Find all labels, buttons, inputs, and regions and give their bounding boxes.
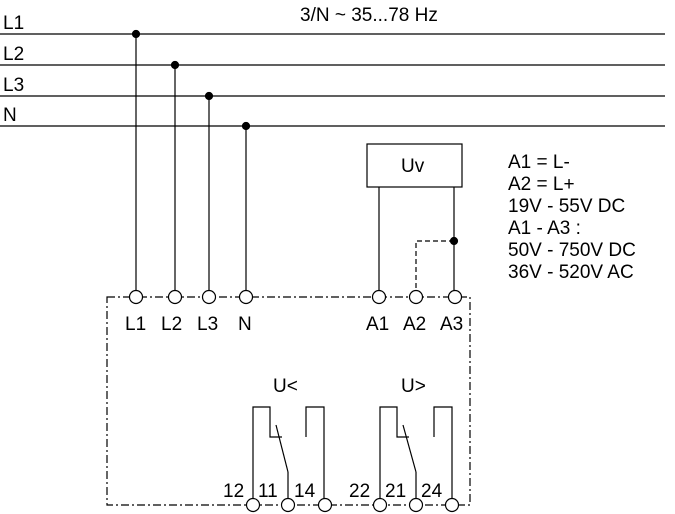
junction-dot: [170, 60, 180, 70]
frequency-title: 3/N ~ 35...78 Hz: [300, 5, 438, 26]
bus-label: L1: [3, 13, 24, 34]
relay-undervoltage: U< 12 11 14: [223, 376, 333, 513]
bus-lines: L1 L2 L3 N: [0, 13, 665, 127]
bus-label: L2: [3, 44, 24, 65]
note-line: A1 = L-: [508, 152, 570, 173]
supply-module-box: [366, 143, 463, 188]
terminal-label: L3: [197, 314, 218, 335]
note-line: A2 = L+: [508, 174, 575, 195]
relay-label: U<: [273, 376, 298, 397]
junction-dot: [204, 91, 214, 101]
note-line: 36V - 520V AC: [508, 262, 634, 283]
supply-module-label: Uv: [401, 156, 425, 177]
terminal-label: A2: [403, 314, 426, 335]
terminal-label: 24: [421, 481, 443, 502]
note-line: A1 - A3 :: [508, 218, 581, 239]
terminal-label: N: [238, 314, 252, 335]
terminal-label: L2: [161, 314, 182, 335]
junction-dot: [131, 29, 141, 39]
terminal-label: 21: [385, 481, 406, 502]
terminal-label: A1: [366, 314, 389, 335]
terminal-label: 22: [349, 481, 370, 502]
top-terminals: [128, 289, 463, 305]
junction-dot: [241, 121, 251, 131]
terminal-label: 14: [294, 481, 316, 502]
terminal-label: L1: [125, 314, 146, 335]
bus-drops: [131, 29, 251, 290]
relay-overvoltage: U> 22 21 24: [349, 376, 460, 513]
terminal-label: A3: [440, 314, 463, 335]
supply-notes: A1 = L- A2 = L+ 19V - 55V DC A1 - A3 : 5…: [508, 152, 636, 283]
bus-label: N: [3, 105, 17, 126]
terminal-label: 11: [258, 481, 278, 502]
relay-label: U>: [401, 376, 426, 397]
note-line: 19V - 55V DC: [508, 196, 625, 217]
terminal-label: 12: [223, 481, 244, 502]
bus-label: L3: [3, 75, 24, 96]
note-line: 50V - 750V DC: [508, 240, 636, 261]
optional-jumper: [415, 240, 454, 290]
